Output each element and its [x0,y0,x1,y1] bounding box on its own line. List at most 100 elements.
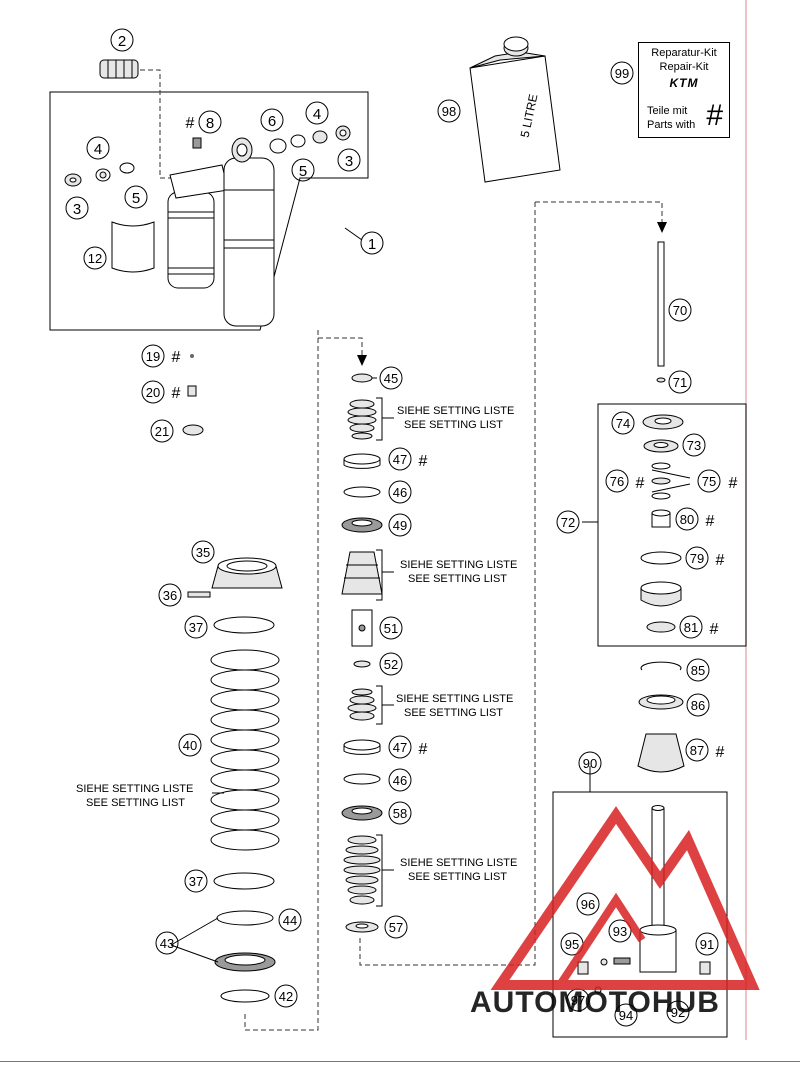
callout-43: 43 [160,936,174,951]
callout-36: 36 [163,588,177,603]
setting-note-4-de: SIEHE SETTING LISTE [76,783,193,795]
setting-note-5-en: SEE SETTING LIST [408,871,507,883]
piston-rod-70 [657,241,665,367]
flow-line-1 [140,69,190,179]
callout-hash-47-top: # [419,453,428,470]
flow-line-5 [359,202,536,966]
callout-hash-19: # [172,349,181,366]
callout-71: 71 [673,375,687,390]
part-86-inner [646,695,676,705]
callout-8: 8 [206,115,214,132]
callout-51: 51 [384,621,398,636]
setting-note-1-de: SIEHE SETTING LISTE [397,405,514,417]
repair-kit-box: Reparatur-Kit Repair-Kit KTM Teile mit P… [638,42,730,138]
callouts: 2 # 8 6 4 4 5 3 5 3 1 12 19 # 20 # 21 98… [65,28,738,1027]
callout-47-bottom: 47 [393,740,407,755]
repair-kit-line4: Parts with [647,119,696,131]
callout-hash-79: # [716,552,725,569]
callout-87: 87 [690,743,704,758]
part-19 [190,354,194,358]
flow-line-3 [318,337,363,355]
callout-3-left: 3 [73,201,81,218]
arrow-down-2 [657,222,667,233]
callout-hash-76: # [636,475,645,492]
leader-lines [170,227,691,963]
callout-hash-80: # [706,513,715,530]
callout-5-left: 5 [132,190,140,207]
callout-46-top: 46 [393,485,407,500]
flow-line-4 [535,201,663,222]
footer-divider [0,1061,800,1062]
callout-90: 90 [583,756,597,771]
piston-group-frame [597,403,747,647]
callout-97: 97 [571,993,585,1008]
callout-44: 44 [283,913,297,928]
repair-kit-hash: # [706,99,723,132]
callout-hash-8: # [186,115,195,132]
callout-3-right: 3 [345,153,353,170]
callout-94: 94 [619,1008,633,1023]
callout-42: 42 [279,989,293,1004]
callout-20: 20 [146,385,160,400]
spring-parts [187,557,283,1003]
repair-kit-line2: Repair-Kit [659,61,709,73]
callout-1: 1 [368,236,376,253]
watermark-text: AUTOMOTOHUB [470,986,720,1019]
setting-note-5-de: SIEHE SETTING LISTE [400,857,517,869]
arrow-down-1 [357,355,367,366]
part-87 [637,733,685,773]
repair-kit-line1: Reparatur-Kit [651,47,717,59]
callout-hash-75: # [729,475,738,492]
callout-35: 35 [196,545,210,560]
callout-93: 93 [613,924,627,939]
nut-71 [656,377,666,383]
callout-80: 80 [680,512,694,527]
part-20 [187,385,197,397]
callout-21: 21 [155,424,169,439]
oil-can: 5 LITRE [469,36,561,183]
callout-57: 57 [389,920,403,935]
setting-note-1-en: SEE SETTING LIST [404,419,503,431]
callout-81: 81 [684,620,698,635]
callout-19: 19 [146,349,160,364]
callout-86: 86 [691,698,705,713]
callout-49: 49 [393,518,407,533]
callout-5-right: 5 [299,163,307,180]
callout-95: 95 [565,937,579,952]
callout-4-right: 4 [313,106,321,123]
callout-76: 76 [610,474,624,489]
callout-12: 12 [88,251,102,266]
callout-37-top: 37 [189,620,203,635]
setting-note-3-de: SIEHE SETTING LISTE [396,693,513,705]
callout-45: 45 [384,371,398,386]
callout-72: 72 [561,515,575,530]
ktm-logo: KTM [669,76,699,90]
callout-52: 52 [384,657,398,672]
setting-note-2-de: SIEHE SETTING LISTE [400,559,517,571]
callout-79: 79 [690,551,704,566]
shock-absorber-assembly [64,59,351,327]
callout-47-top: 47 [393,452,407,467]
callout-hash-81: # [710,621,719,638]
circlip-85 [640,661,682,671]
setting-note-2-en: SEE SETTING LIST [408,573,507,585]
callout-85: 85 [691,663,705,678]
callout-99: 99 [615,66,629,81]
piston-group-parts [640,414,684,633]
callout-74: 74 [616,416,630,431]
part-21 [182,424,204,436]
callout-hash-20: # [172,385,181,402]
callout-70: 70 [673,303,687,318]
central-stack-parts [341,373,383,933]
shock-assembly-frame [49,91,369,331]
callout-46-bottom: 46 [393,773,407,788]
callout-hash-47-bottom: # [419,741,428,758]
callout-6: 6 [268,113,276,130]
callout-96: 96 [581,897,595,912]
callout-hash-87: # [716,744,725,761]
watermark-logo: AUTOMOTOHUB [470,806,760,1019]
callout-92: 92 [671,1005,685,1020]
setting-notes: SIEHE SETTING LISTE SEE SETTING LIST SIE… [76,405,517,883]
callout-75: 75 [702,474,716,489]
